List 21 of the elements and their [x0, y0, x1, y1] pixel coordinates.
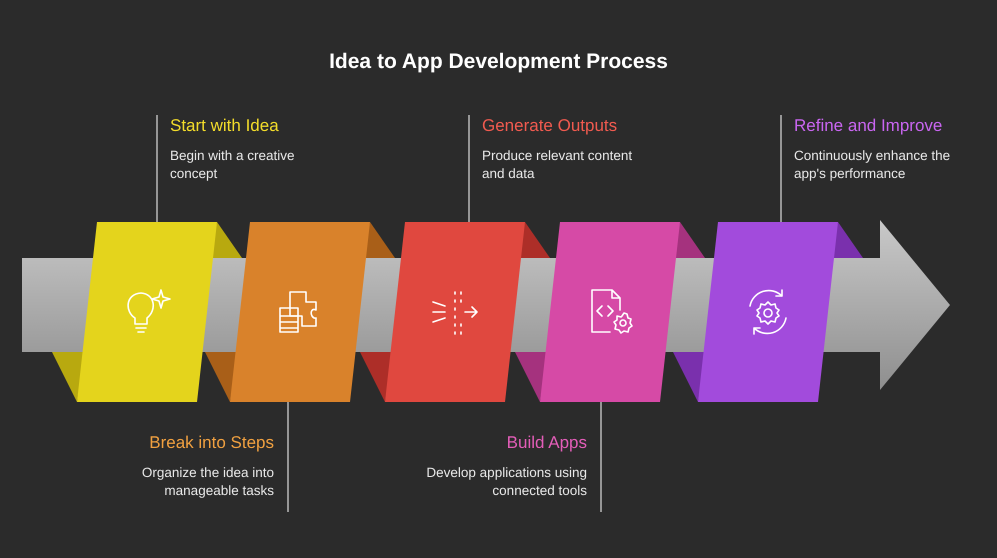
step-panel — [52, 222, 244, 402]
step-heading: Build Apps — [506, 432, 587, 454]
step-heading: Generate Outputs — [482, 115, 618, 137]
step-description: Organize the idea into manageable tasks — [140, 464, 274, 500]
leader-line — [600, 402, 602, 512]
title: Idea to App Development Process — [328, 50, 669, 74]
step-heading: Break into Steps — [148, 432, 274, 454]
step-description: Develop applications using connected tools — [425, 464, 587, 500]
step-heading: Refine and Improve — [794, 115, 944, 137]
leader-line — [287, 402, 289, 512]
step-description: Continuously enhance the app's performance — [794, 147, 952, 183]
step-panel — [673, 222, 865, 402]
leader-line — [156, 115, 158, 222]
step-description: Begin with a creative concept — [170, 147, 296, 183]
leader-line — [468, 115, 470, 222]
step-heading: Start with Idea — [170, 115, 280, 137]
step-panel — [515, 222, 707, 402]
step-panel — [360, 222, 552, 402]
step-panel — [205, 222, 397, 402]
step-description: Produce relevant content and data — [482, 147, 634, 183]
leader-line — [780, 115, 782, 222]
